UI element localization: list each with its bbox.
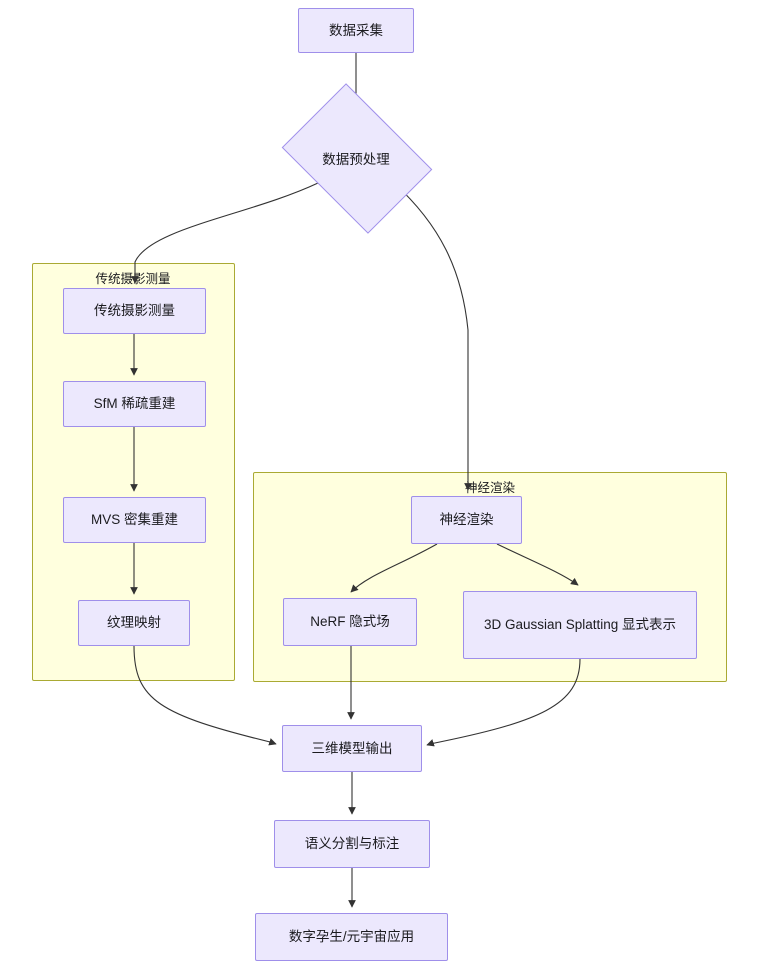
edge-texture-to-model	[133, 645, 277, 746]
node-mvs-dense-reconstruction[interactable]: MVS 密集重建	[63, 497, 206, 543]
node-label: 语义分割与标注	[304, 836, 400, 852]
node-label: SfM 稀疏重建	[93, 396, 176, 412]
node-label: 三维模型输出	[311, 740, 393, 756]
node-3d-gaussian-splatting[interactable]: 3D Gaussian Splatting 显式表示	[463, 591, 697, 659]
node-label: 纹理映射	[107, 615, 161, 631]
node-texture-mapping[interactable]: 纹理映射	[78, 600, 190, 646]
node-label: 传统摄影测量	[94, 303, 175, 319]
cluster-neural-rendering-label: 神经渲染	[464, 481, 516, 495]
edge-prep-to-neural	[393, 182, 472, 491]
node-label: NeRF 隐式场	[310, 614, 390, 630]
node-label: 数字孕生/元宇宙应用	[288, 929, 415, 945]
edge-gs-to-model	[426, 658, 581, 747]
node-sfm-sparse-reconstruction[interactable]: SfM 稀疏重建	[63, 381, 206, 427]
node-label: 数据预处理	[322, 151, 390, 167]
node-label: 3D Gaussian Splatting 显式表示	[483, 617, 677, 633]
node-traditional-photogrammetry[interactable]: 传统摄影测量	[63, 288, 206, 334]
edge-prep-to-photo	[131, 182, 319, 284]
node-data-preprocessing[interactable]: 数据预处理	[281, 83, 433, 234]
edge-neural-to-nerf	[350, 543, 438, 593]
edge-neural-to-gs	[496, 543, 579, 586]
node-digital-twin-metaverse-application[interactable]: 数字孕生/元宇宙应用	[255, 913, 448, 961]
node-data-acquisition[interactable]: 数据采集	[298, 8, 414, 53]
node-semantic-segmentation-annotation[interactable]: 语义分割与标注	[274, 820, 430, 868]
node-label: 神经渲染	[439, 512, 494, 528]
node-neural-rendering[interactable]: 神经渲染	[411, 496, 522, 544]
node-nerf-implicit-field[interactable]: NeRF 隐式场	[283, 598, 417, 646]
node-label: 数据采集	[329, 22, 383, 38]
node-label: MVS 密集重建	[90, 512, 178, 528]
node-3d-model-output[interactable]: 三维模型输出	[282, 725, 422, 772]
